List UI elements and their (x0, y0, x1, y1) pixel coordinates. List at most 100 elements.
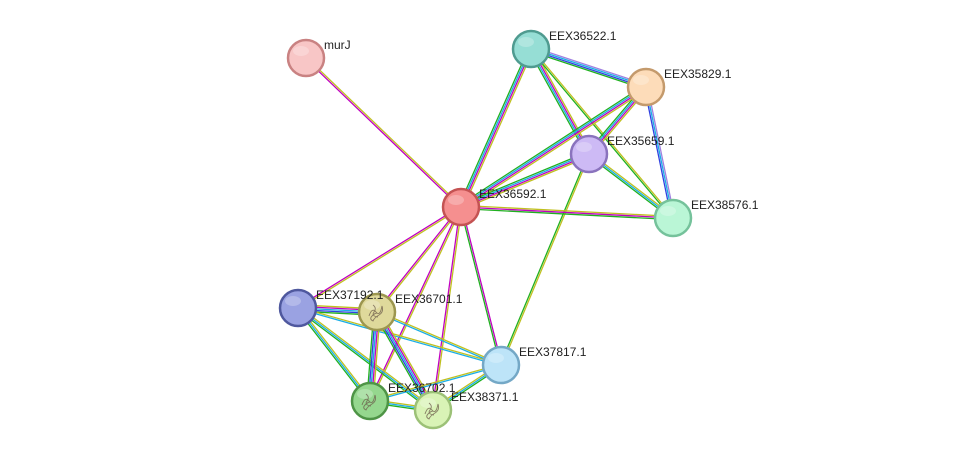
node-circle[interactable] (481, 345, 521, 385)
node-circle[interactable] (350, 381, 390, 421)
edge-layer (296, 46, 676, 413)
edge-evidence-line (297, 307, 434, 411)
edge-evidence-line (297, 307, 371, 402)
edge-eex35829-1-eex38576-1[interactable] (643, 86, 676, 219)
edge-eex35829-1-eex36592-1[interactable] (459, 84, 648, 210)
edge-eex36522-1-eex38576-1[interactable] (529, 48, 675, 219)
edge-evidence-line (459, 84, 646, 206)
edge-eex36592-1-eex36701-1[interactable] (375, 206, 463, 313)
edge-eex36592-1-eex36702-1[interactable] (368, 206, 463, 402)
edge-evidence-line (368, 206, 461, 401)
edge-evidence-line (375, 206, 461, 312)
edge-eex36522-1-eex35829-1[interactable] (530, 46, 647, 90)
label-layer: murJEEX36522.1EEX35829.1EEX35659.1EEX365… (316, 29, 759, 404)
node-eex35829-1[interactable] (626, 67, 666, 107)
edge-eex36592-1-eex37192-1[interactable] (297, 205, 462, 310)
node-label-eex35659-1: EEX35659.1 (607, 134, 675, 148)
edge-eex37192-1-eex38371-1[interactable] (296, 306, 435, 412)
node-label-eex38576-1: EEX38576.1 (691, 198, 759, 212)
edge-evidence-line (296, 308, 370, 403)
node-circle[interactable] (569, 134, 609, 174)
edge-evidence-line (501, 154, 591, 366)
edge-eex36592-1-eex38371-1[interactable] (431, 206, 463, 411)
node-circle[interactable] (653, 198, 693, 238)
node-circle[interactable] (626, 67, 666, 107)
edge-evidence-line (499, 153, 589, 365)
node-highlight (576, 142, 592, 152)
node-eex36592-1[interactable] (441, 187, 481, 227)
node-eex35659-1[interactable] (569, 134, 609, 174)
edge-evidence-line (530, 49, 646, 89)
node-circle[interactable] (511, 29, 551, 69)
edge-evidence-line (530, 50, 646, 90)
node-eex37192-1[interactable] (278, 288, 318, 328)
edge-eex36592-1-eex38576-1[interactable] (460, 204, 674, 221)
node-layer (278, 29, 693, 430)
edge-evidence-line (460, 206, 674, 219)
edge-evidence-line (531, 48, 675, 218)
edge-eex36702-1-eex37817-1[interactable] (369, 363, 502, 403)
node-highlight (293, 46, 309, 56)
node-label-eex37817-1: EEX37817.1 (519, 345, 587, 359)
node-eex36522-1[interactable] (511, 29, 551, 69)
node-label-eex38371-1: EEX38371.1 (451, 390, 519, 404)
node-eex38371-1[interactable] (413, 390, 453, 430)
edge-eex35659-1-eex37817-1[interactable] (499, 153, 591, 366)
node-eex36701-1[interactable] (357, 292, 397, 332)
node-circle[interactable] (357, 292, 397, 332)
edge-eex37192-1-eex37817-1[interactable] (297, 306, 502, 367)
edge-evidence-line (460, 85, 646, 207)
edge-eex36701-1-eex37817-1[interactable] (376, 310, 502, 367)
node-circle[interactable] (413, 390, 453, 430)
edge-evidence-line (298, 207, 462, 310)
edge-evidence-line (531, 47, 647, 87)
edge-evidence-line (528, 49, 588, 156)
edge-evidence-line (431, 206, 461, 410)
edge-evidence-line (646, 86, 676, 218)
node-circle[interactable] (286, 38, 326, 78)
edge-evidence-line (306, 56, 463, 207)
node-label-eex36701-1: EEX36701.1 (395, 292, 463, 306)
node-circle[interactable] (278, 288, 318, 328)
node-highlight (660, 206, 676, 216)
edge-evidence-line (298, 306, 502, 365)
edge-evidence-line (458, 47, 530, 207)
node-highlight (420, 398, 436, 408)
edge-evidence-line (298, 306, 435, 410)
edge-evidence-line (298, 306, 372, 401)
node-highlight (364, 300, 380, 310)
node-label-eex35829-1: EEX35829.1 (664, 67, 732, 81)
edge-eex36522-1-eex36592-1[interactable] (458, 47, 534, 209)
edge-evidence-line (376, 312, 501, 367)
node-label-eex36702-1: EEX36702.1 (388, 381, 456, 395)
node-circle[interactable] (441, 187, 481, 227)
edge-evidence-line (529, 49, 589, 155)
edge-evidence-line (462, 49, 534, 209)
node-highlight (633, 75, 649, 85)
edge-evidence-line (461, 204, 674, 218)
edge-eex36522-1-eex35659-1[interactable] (528, 47, 592, 156)
edge-evidence-line (461, 206, 503, 365)
edge-murj-eex36592-1[interactable] (304, 56, 463, 209)
edge-eex35659-1-eex36592-1[interactable] (459, 151, 591, 210)
edge-evidence-line (460, 152, 589, 207)
edge-evidence-line (532, 47, 592, 154)
node-eex38576-1[interactable] (653, 198, 693, 238)
edge-evidence-line (459, 207, 501, 366)
structure-icon (361, 393, 377, 411)
edge-eex37192-1-eex36702-1[interactable] (296, 306, 372, 403)
edge-evidence-line (370, 207, 463, 402)
edge-evidence-line (297, 205, 461, 308)
edge-evidence-line (643, 87, 673, 219)
node-eex37817-1[interactable] (481, 345, 521, 385)
node-label-eex37192-1: EEX37192.1 (316, 288, 384, 302)
edge-eex36592-1-eex37817-1[interactable] (459, 206, 503, 366)
edge-evidence-line (296, 308, 433, 412)
node-eex36702-1[interactable] (350, 381, 390, 421)
edge-evidence-line (529, 49, 673, 219)
edge-evidence-line (461, 49, 533, 208)
edge-evidence-line (297, 308, 501, 367)
node-highlight (285, 296, 301, 306)
node-murj[interactable] (286, 38, 326, 78)
